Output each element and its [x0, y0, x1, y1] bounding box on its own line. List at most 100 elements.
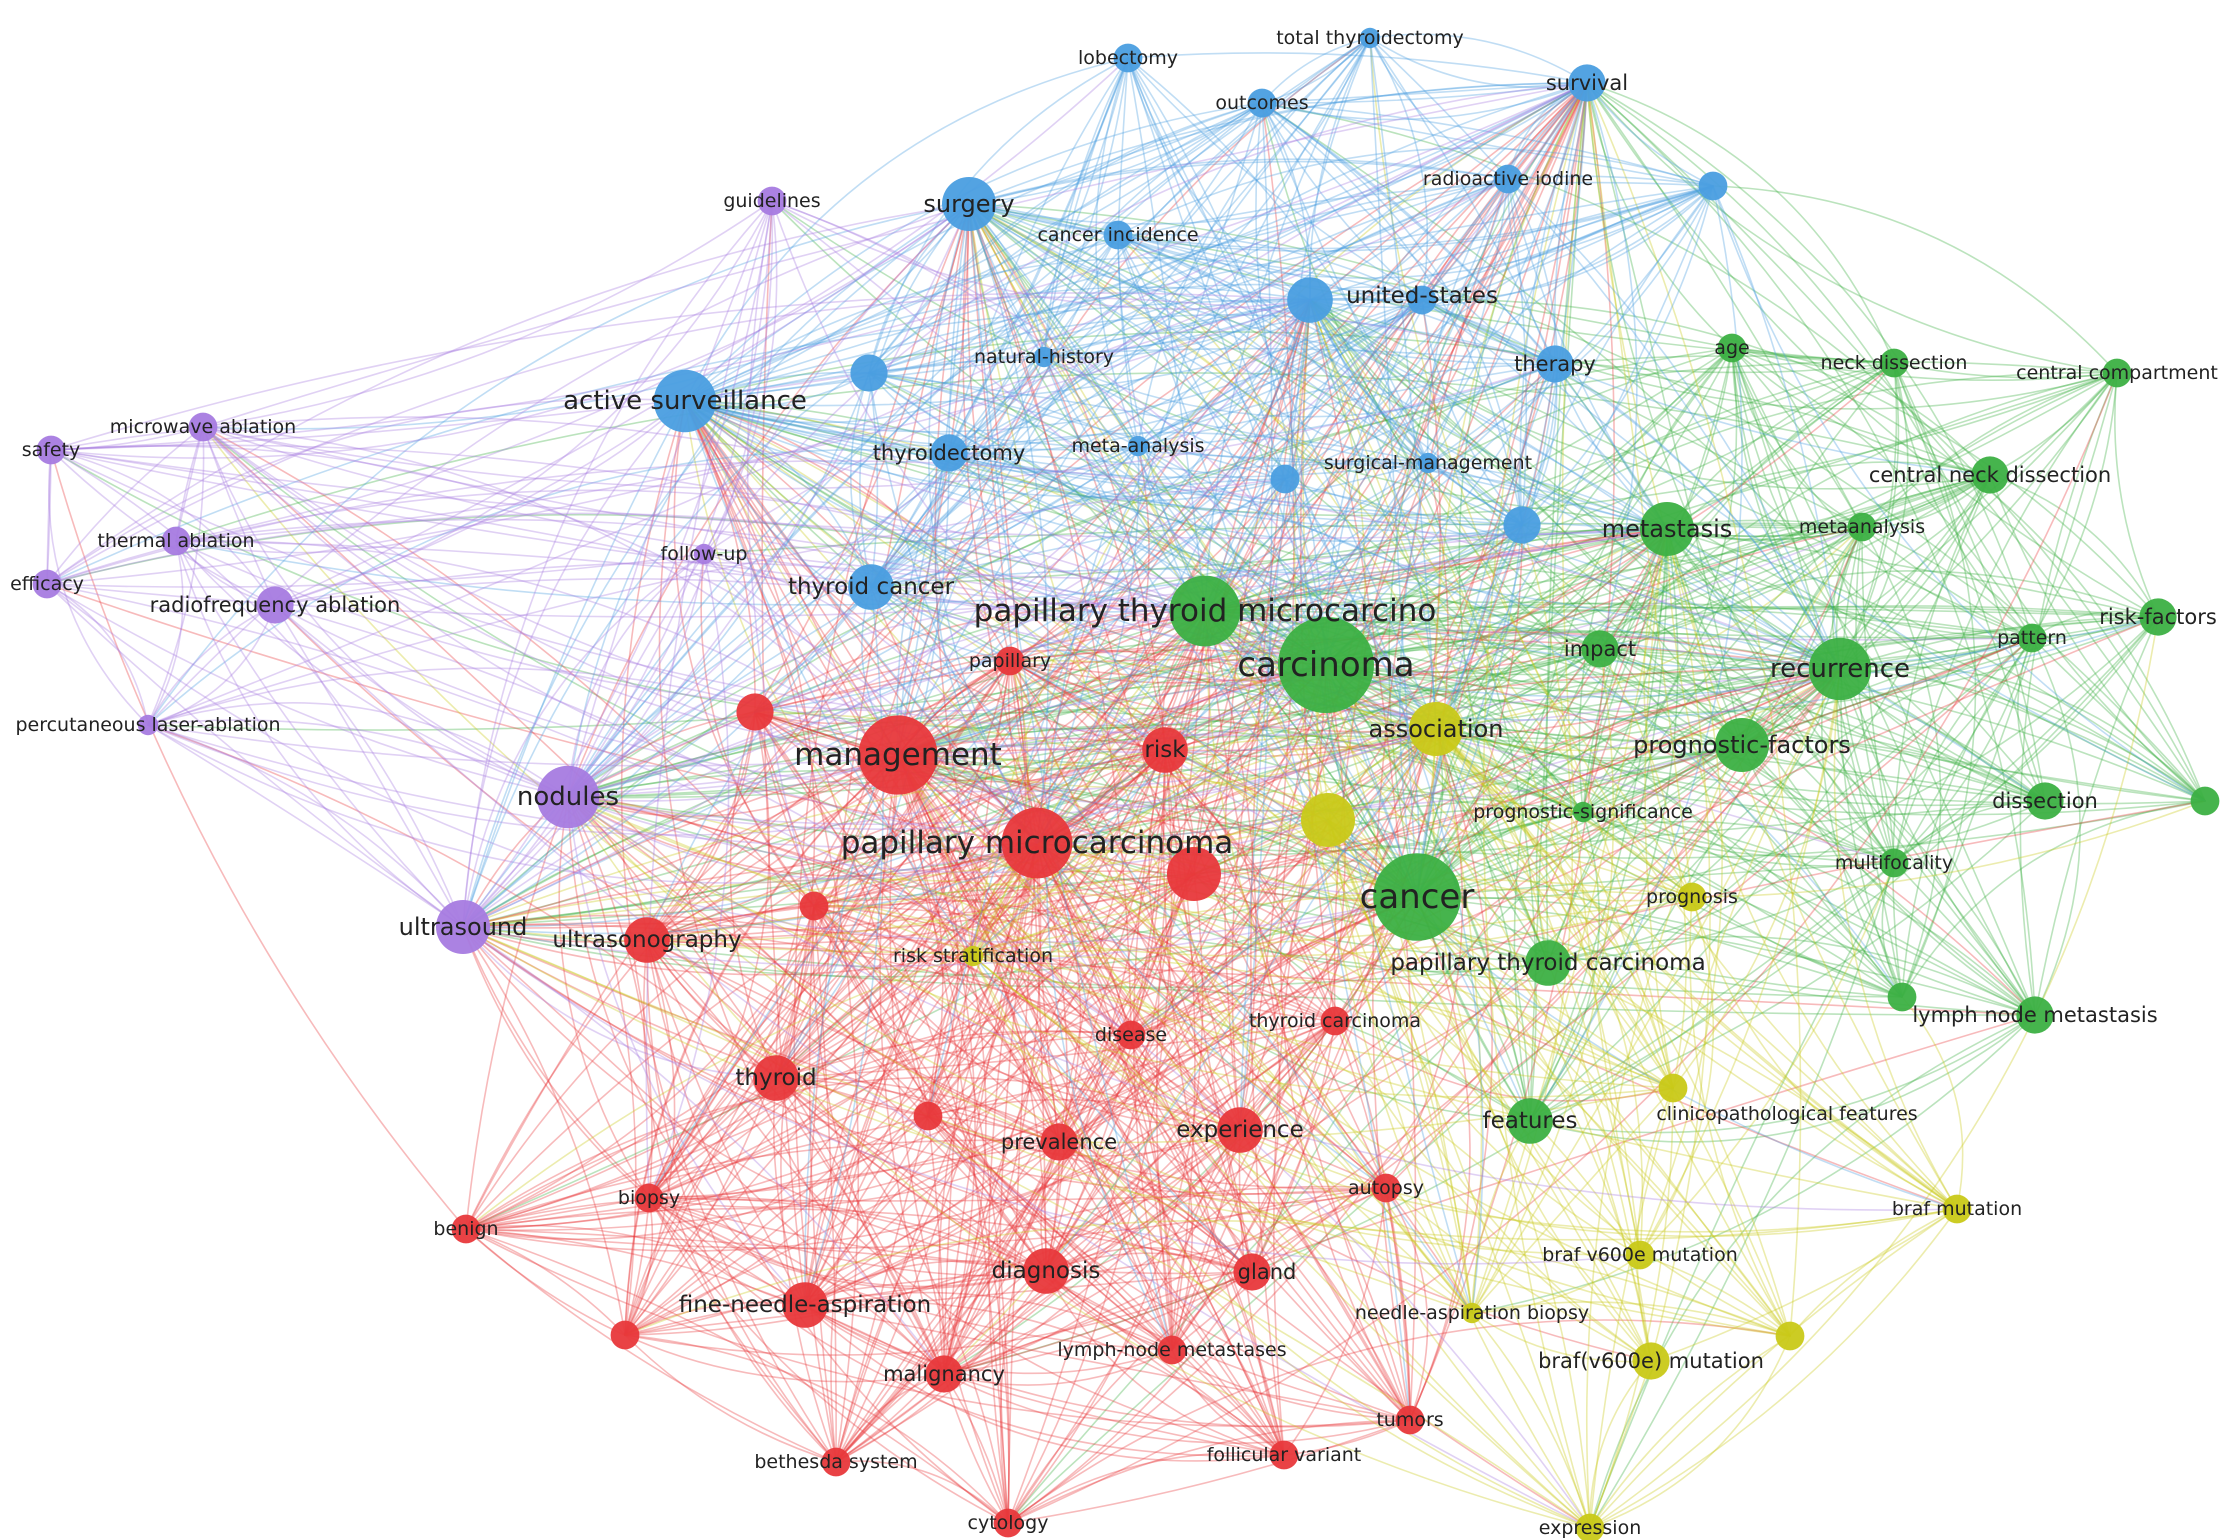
- node-pattern[interactable]: [2017, 623, 2047, 653]
- node-pmc[interactable]: [1001, 807, 1073, 879]
- node-yellow-unl-1[interactable]: [1301, 793, 1355, 847]
- node-braf-v600e-mutation[interactable]: [1625, 1240, 1655, 1270]
- label-thermal-ablation: thermal ablation: [97, 530, 254, 552]
- node-fna[interactable]: [782, 1282, 828, 1328]
- node-red-unl-5[interactable]: [610, 1320, 640, 1350]
- node-risk-stratification[interactable]: [962, 945, 984, 967]
- node-management[interactable]: [858, 715, 938, 795]
- node-green-unl-2[interactable]: [2190, 786, 2220, 816]
- node-blue-unl-5[interactable]: [1503, 506, 1541, 544]
- node-clinicopathological[interactable]: [1658, 1073, 1688, 1103]
- node-malignancy[interactable]: [925, 1355, 963, 1393]
- node-autopsy[interactable]: [1371, 1173, 1401, 1203]
- node-blue-unl-1[interactable]: [850, 354, 888, 392]
- node-risk-factors[interactable]: [2139, 598, 2177, 636]
- node-diagnosis[interactable]: [1023, 1248, 1069, 1294]
- node-guidelines[interactable]: [757, 186, 787, 216]
- node-cancer[interactable]: [1373, 853, 1461, 941]
- node-age[interactable]: [1717, 333, 1747, 363]
- node-lymph-node-metastases[interactable]: [1157, 1335, 1187, 1365]
- node-central-compartment[interactable]: [2102, 358, 2132, 388]
- node-red-unl-3[interactable]: [799, 891, 829, 921]
- node-cnd[interactable]: [1971, 456, 2009, 494]
- node-green-unl-1[interactable]: [1887, 982, 1917, 1012]
- node-neck-dissection[interactable]: [1879, 348, 1909, 378]
- node-papillary[interactable]: [995, 646, 1025, 676]
- node-needle-aspiration-biopsy[interactable]: [1461, 1302, 1483, 1324]
- node-ptc[interactable]: [1525, 940, 1571, 986]
- node-recurrence[interactable]: [1808, 637, 1872, 701]
- node-lnm[interactable]: [2016, 996, 2054, 1034]
- node-experience[interactable]: [1217, 1107, 1263, 1153]
- node-thyroidectomy[interactable]: [930, 434, 968, 472]
- node-biopsy[interactable]: [634, 1183, 664, 1213]
- node-features[interactable]: [1507, 1098, 1553, 1144]
- node-natural-history[interactable]: [1033, 346, 1055, 368]
- node-prognostic-significance[interactable]: [1572, 801, 1594, 823]
- node-ultrasound[interactable]: [436, 900, 490, 954]
- node-united-states[interactable]: [1287, 277, 1333, 323]
- node-multifocality[interactable]: [1879, 848, 1909, 878]
- node-nodules[interactable]: [536, 765, 600, 829]
- network-link: [972, 819, 1329, 957]
- node-blue-unl-4[interactable]: [1407, 285, 1437, 315]
- network-link: [1589, 1208, 1958, 1529]
- node-red-unl-2[interactable]: [736, 693, 774, 731]
- node-ptmc[interactable]: [1169, 575, 1241, 647]
- node-braf-mutation[interactable]: [1942, 1194, 1972, 1224]
- network-link: [1507, 178, 1841, 670]
- node-safety[interactable]: [36, 435, 66, 465]
- node-prognosis[interactable]: [1677, 882, 1707, 912]
- node-metaanalysis[interactable]: [1847, 512, 1877, 542]
- node-red-unl-4[interactable]: [913, 1101, 943, 1131]
- node-carcinoma[interactable]: [1278, 617, 1374, 713]
- node-benign[interactable]: [451, 1214, 481, 1244]
- node-impact[interactable]: [1581, 630, 1619, 668]
- node-bethesda[interactable]: [821, 1447, 851, 1477]
- node-thermal-ablation[interactable]: [161, 526, 191, 556]
- node-prognostic-factors[interactable]: [1715, 718, 1769, 772]
- node-surgical-management[interactable]: [1417, 452, 1439, 474]
- node-therapy[interactable]: [1536, 345, 1574, 383]
- node-lobectomy[interactable]: [1113, 43, 1143, 73]
- node-thyroid-cancer[interactable]: [848, 564, 894, 610]
- node-follicular-variant[interactable]: [1269, 1440, 1299, 1470]
- node-expression[interactable]: [1575, 1513, 1605, 1540]
- node-meta-analysis[interactable]: [1127, 435, 1149, 457]
- node-follow-up[interactable]: [693, 543, 715, 565]
- node-risk[interactable]: [1142, 727, 1188, 773]
- network-link: [462, 926, 929, 1117]
- network-link: [703, 553, 1327, 666]
- node-rfa[interactable]: [256, 586, 294, 624]
- node-red-unl-1[interactable]: [1167, 847, 1221, 901]
- node-thyroid-carcinoma[interactable]: [1320, 1006, 1350, 1036]
- node-thyroid[interactable]: [753, 1055, 799, 1101]
- node-efficacy[interactable]: [32, 569, 62, 599]
- node-yellow-unl-2[interactable]: [1775, 1321, 1805, 1351]
- node-survival[interactable]: [1568, 64, 1606, 102]
- node-dissection[interactable]: [2026, 782, 2064, 820]
- node-prevalence[interactable]: [1040, 1123, 1078, 1161]
- node-surgery[interactable]: [942, 177, 996, 231]
- node-tumors[interactable]: [1395, 1405, 1425, 1435]
- node-metastasis[interactable]: [1640, 502, 1694, 556]
- node-total-thyroidectomy[interactable]: [1359, 27, 1381, 49]
- node-ultrasonography[interactable]: [624, 917, 670, 963]
- node-pla[interactable]: [137, 714, 159, 736]
- node-association[interactable]: [1409, 702, 1463, 756]
- node-gland[interactable]: [1233, 1253, 1271, 1291]
- node-radioactive-iodine[interactable]: [1493, 164, 1523, 194]
- node-cancer-incidence[interactable]: [1103, 220, 1133, 250]
- network-link: [1421, 298, 2159, 618]
- node-outcomes[interactable]: [1247, 88, 1277, 118]
- node-active-surveillance[interactable]: [653, 369, 717, 433]
- network-link: [567, 200, 773, 798]
- node-cytology[interactable]: [993, 1508, 1023, 1538]
- node-braf-v600e-paren[interactable]: [1632, 1342, 1670, 1380]
- node-disease[interactable]: [1116, 1020, 1146, 1050]
- node-blue-unl-3[interactable]: [1270, 464, 1300, 494]
- network-link: [804, 1304, 1411, 1428]
- node-microwave-ablation[interactable]: [188, 412, 218, 442]
- network-link: [1309, 299, 1601, 650]
- node-blue-unl-2[interactable]: [1698, 171, 1728, 201]
